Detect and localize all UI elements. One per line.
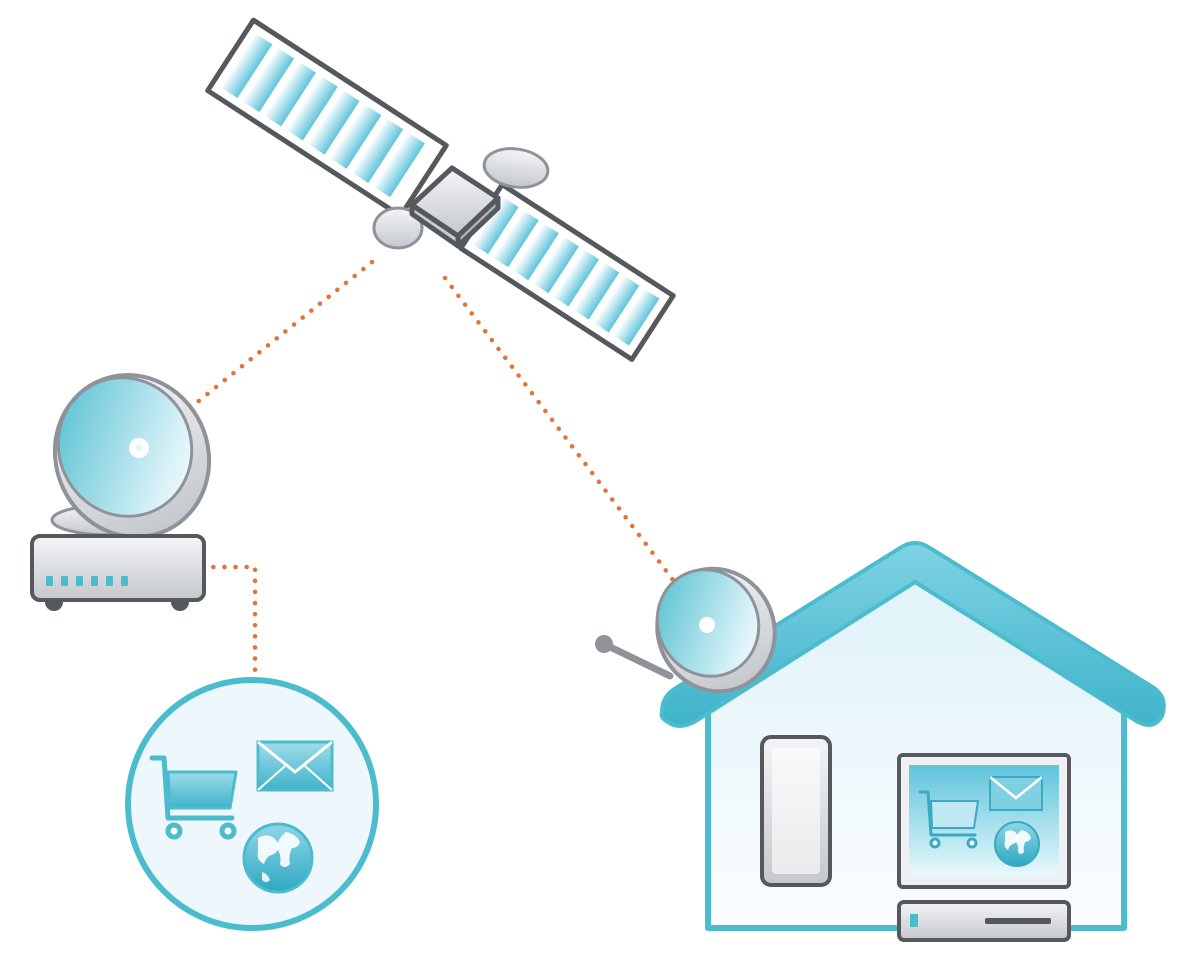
antenna-dish-top: [482, 147, 550, 189]
computer-monitor-icon: [897, 753, 1071, 889]
satellite-icon: [205, 17, 676, 362]
satellite-dish-icon: [52, 373, 212, 539]
envelope-icon: [989, 776, 1043, 811]
globe-icon: [242, 822, 314, 894]
globe-icon: [994, 821, 1040, 867]
services-circle: [125, 677, 379, 931]
link-satellite-to-roof-dish: [442, 275, 710, 628]
satellite-dish-icon: [595, 566, 777, 694]
modem-icon: [760, 735, 832, 887]
modem-icon: [30, 534, 206, 611]
envelope-icon: [256, 740, 334, 792]
modem-status-leds: [46, 576, 128, 586]
solar-panel-left: [205, 17, 449, 219]
antenna-dish-bottom: [372, 206, 424, 250]
shopping-cart-icon: [918, 790, 979, 849]
satellite-body: [409, 165, 501, 249]
solar-panel-right: [458, 182, 676, 362]
set-top-box-icon: [897, 900, 1071, 942]
ground-station: [30, 373, 212, 611]
shopping-cart-icon: [149, 755, 238, 840]
